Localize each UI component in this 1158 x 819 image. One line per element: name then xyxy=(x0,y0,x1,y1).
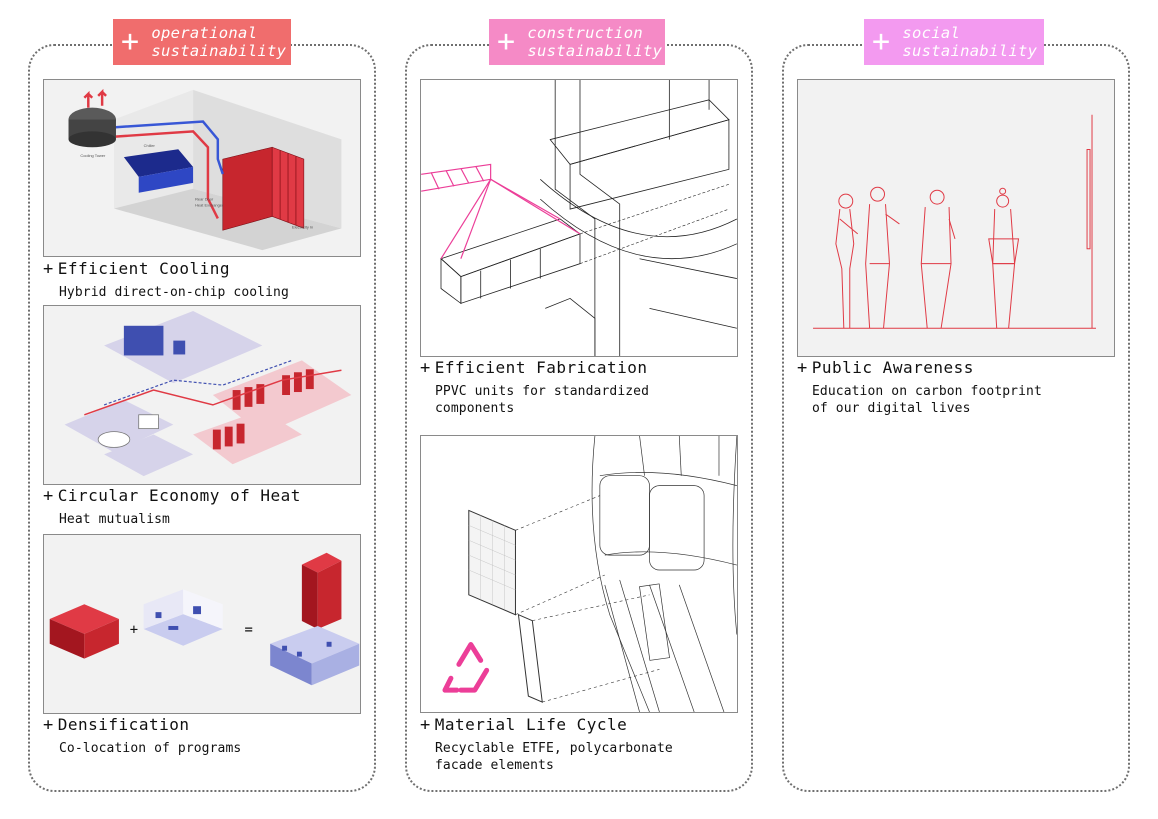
heat-exchanger-label: Heat Exchanger xyxy=(195,203,224,208)
material-life-cycle-art xyxy=(442,436,737,712)
rear-door-label: Rear Door xyxy=(195,197,214,202)
tag-line-1: operational xyxy=(151,24,258,42)
item-title-circular-economy: +Circular Economy of Heat xyxy=(43,486,301,506)
item-desc-circular-economy: Heat mutualism xyxy=(59,512,170,527)
construction-tag: + construction sustainability xyxy=(489,19,665,65)
operational-tag: + operational sustainability xyxy=(113,19,291,65)
heat-circulation-diagram xyxy=(43,305,361,485)
fabrication-art xyxy=(421,80,737,356)
item-title-efficient-cooling: +Efficient Cooling xyxy=(43,259,231,279)
chiller-label: Chiller xyxy=(144,143,156,148)
tag-line-1: construction xyxy=(527,24,643,42)
item-desc-public-awareness: Education on carbon footprint of our dig… xyxy=(812,384,1042,416)
item-title-densification: +Densification xyxy=(43,715,190,735)
plus-icon: + xyxy=(121,24,140,59)
item-title-efficient-fabrication: +Efficient Fabrication xyxy=(420,358,648,378)
public-awareness-art xyxy=(813,114,1096,329)
plus-sign: + xyxy=(130,622,138,638)
plus-icon: + xyxy=(43,486,54,506)
plus-icon: + xyxy=(497,24,516,59)
item-desc-material-life-cycle: Recyclable ETFE, polycarbonate facade el… xyxy=(435,741,673,773)
item-title-material-life-cycle: +Material Life Cycle xyxy=(420,715,628,735)
plus-icon: + xyxy=(43,259,54,279)
cooling-tower-label: Cooling Tower xyxy=(80,153,106,158)
densification-diagram: + = xyxy=(43,534,361,714)
tag-line-2: sustainability xyxy=(527,42,663,60)
item-title-public-awareness: +Public Awareness xyxy=(797,358,974,378)
item-desc-densification: Co-location of programs xyxy=(59,741,242,756)
tag-line-2: sustainability xyxy=(902,42,1038,60)
plus-icon: + xyxy=(420,358,431,378)
material-life-cycle-diagram xyxy=(420,435,738,713)
recycle-icon xyxy=(442,642,490,693)
public-awareness-diagram xyxy=(797,79,1115,357)
plus-icon: + xyxy=(420,715,431,735)
item-desc-efficient-cooling: Hybrid direct-on-chip cooling xyxy=(59,285,289,300)
plus-icon: + xyxy=(797,358,808,378)
social-tag: + social sustainability xyxy=(864,19,1044,65)
cooling-diagram-art: Cooling Tower Chiller Rear Door Heat Exc… xyxy=(68,88,342,251)
tag-line-1: social xyxy=(902,24,961,42)
electricity-in-label: Electricity In xyxy=(292,224,313,229)
cooling-diagram: Cooling Tower Chiller Rear Door Heat Exc… xyxy=(43,79,361,257)
plus-icon: + xyxy=(43,715,54,735)
densification-art: + = xyxy=(49,552,360,686)
plus-icon: + xyxy=(872,24,891,59)
equals-sign: = xyxy=(245,622,253,638)
heat-circulation-art xyxy=(64,310,352,477)
fabrication-diagram xyxy=(420,79,738,357)
item-desc-efficient-fabrication: PPVC units for standardized components xyxy=(435,384,650,416)
tag-line-2: sustainability xyxy=(151,42,287,60)
